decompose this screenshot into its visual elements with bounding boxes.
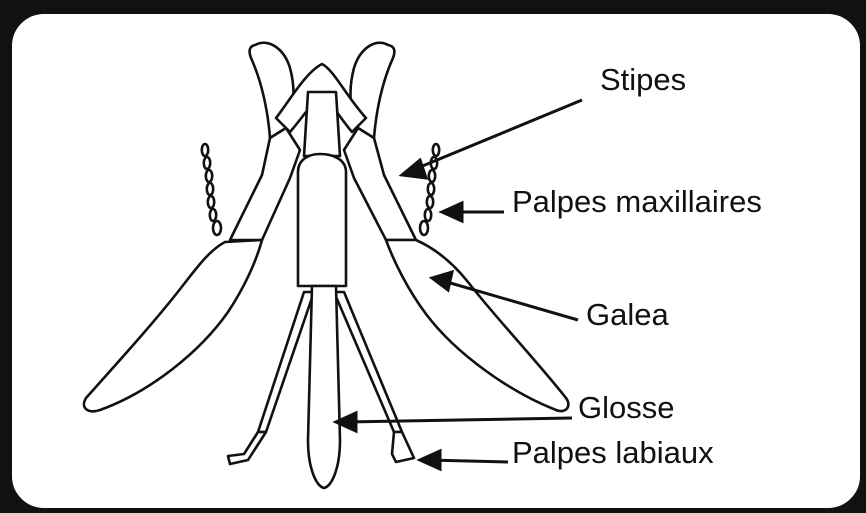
prementum: [298, 154, 346, 286]
label-palpes-maxillaires: Palpes maxillaires: [512, 184, 762, 219]
label-glosse: Glosse: [578, 390, 674, 425]
label-stipes: Stipes: [600, 62, 686, 97]
glossa: [308, 286, 340, 488]
label-galea: Galea: [586, 297, 669, 332]
mentum: [304, 92, 340, 156]
label-palpes-labiaux: Palpes labiaux: [512, 435, 714, 470]
